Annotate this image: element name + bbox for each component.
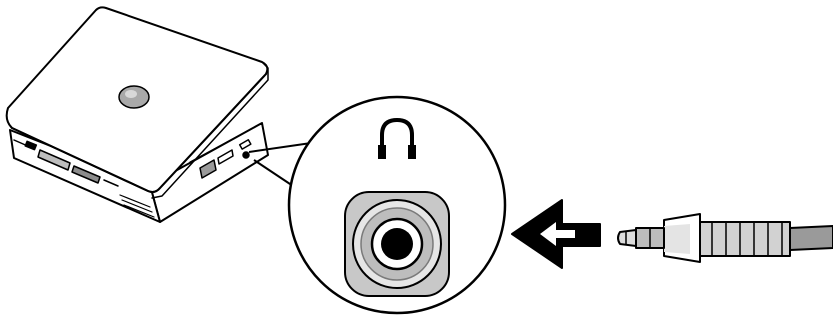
callout-magnifier-circle <box>289 97 505 313</box>
arrow-left-icon <box>512 200 600 268</box>
audio-plug-icon <box>618 214 833 262</box>
audio-port-icon <box>345 192 449 296</box>
audio-plug-cable <box>790 226 833 250</box>
laptop-icon <box>7 7 268 222</box>
laptop-headphone-jack-port <box>243 152 249 158</box>
